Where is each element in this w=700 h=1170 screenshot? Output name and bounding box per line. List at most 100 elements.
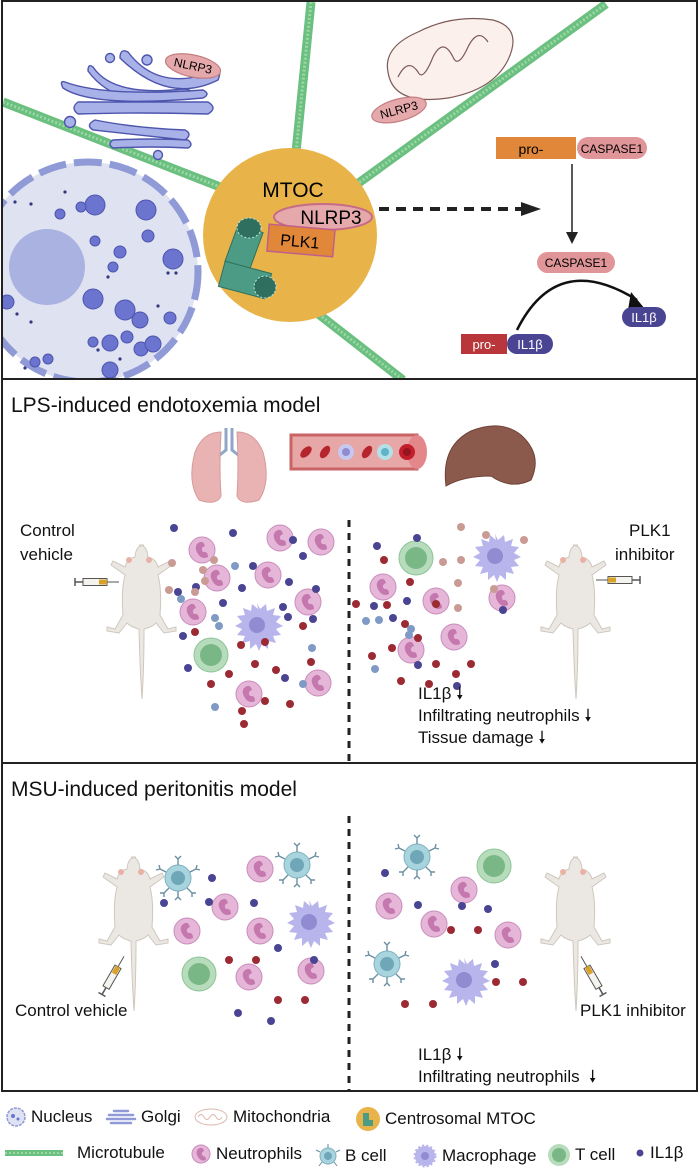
il1b-dot	[425, 680, 433, 688]
il1b-dot	[482, 531, 490, 539]
lps-outcome-il1b: IL1β 🠗	[418, 683, 463, 705]
il1b-dot	[219, 599, 227, 607]
il1b-dot	[403, 597, 411, 605]
il1b-dot	[414, 634, 422, 642]
t-cell-icon	[548, 1144, 570, 1166]
il1b-dot	[279, 603, 287, 611]
legend-label: Microtubule	[77, 1143, 165, 1162]
pro-il1b-badge: pro- IL1β	[461, 334, 553, 354]
il1b-dot	[439, 558, 447, 566]
microtubule-icon	[290, 2, 316, 163]
neutrophil-icon	[211, 893, 239, 921]
lps-outcome-tissue: Tissue damage 🠗	[418, 727, 546, 749]
neutrophil-icon	[420, 910, 448, 938]
il1b-dot	[383, 601, 391, 609]
il1b-dot	[261, 697, 269, 705]
il1b-dot	[234, 1009, 242, 1017]
neutrophil-icon	[203, 564, 231, 592]
il1b-dot	[447, 926, 455, 934]
il1b-dot	[160, 899, 168, 907]
legend-label: Centrosomal MTOC	[385, 1109, 536, 1128]
syringe-icon	[576, 953, 608, 998]
il1b-dot	[191, 588, 199, 596]
il1b-dot	[312, 585, 320, 593]
msu-illustration	[97, 816, 611, 1090]
il1b-dot	[380, 556, 388, 564]
liver-icon	[444, 425, 536, 487]
il1b-dot	[184, 664, 192, 672]
il1b-dot	[453, 682, 461, 690]
microtubule-icon	[350, 2, 609, 191]
il1b-dot	[371, 665, 379, 673]
lps-outcome-neutrophils: Infiltrating neutrophils 🠗	[418, 705, 592, 727]
il1b-dot	[274, 996, 282, 1004]
legend-label: Nucleus	[31, 1107, 93, 1126]
legend-item-tcell: T cell	[547, 1143, 615, 1167]
il1b-dot	[177, 595, 185, 603]
dashed-arrow-icon	[379, 202, 541, 216]
legend-label: B cell	[345, 1146, 387, 1165]
il1b-dot	[388, 644, 396, 652]
il1b-dot	[211, 614, 219, 622]
il1b-dot	[368, 652, 376, 660]
t-cell-icon	[476, 848, 512, 884]
pro-il1b-name-label: IL1β	[517, 337, 543, 352]
neutrophil-icon	[173, 917, 201, 945]
il1b-dot	[284, 613, 292, 621]
centrosomal-mtoc-icon: MTOC NLRP3 PLK1	[203, 148, 377, 322]
mitochondria-icon	[386, 17, 514, 101]
pro-prefix-label: pro-	[519, 141, 544, 157]
il1b-badge: IL1β	[622, 307, 666, 327]
il1b-dot	[520, 536, 528, 544]
b-cell-icon	[274, 842, 320, 888]
il1b-dot	[261, 638, 269, 646]
neutrophil-icon	[494, 921, 522, 949]
msu-inhibitor-label: PLK1 inhibitor	[580, 1001, 686, 1020]
il1b-dot	[252, 956, 260, 964]
legend-label: T cell	[575, 1145, 616, 1164]
il1b-dot	[491, 960, 499, 968]
mito-nlrp3-badge: NLRP3	[371, 96, 427, 124]
msu-control-label: Control vehicle	[15, 1001, 128, 1020]
blood-vessel-icon	[289, 433, 427, 471]
il1b-dot	[251, 660, 259, 668]
legend-item-microtubule: Microtubule	[5, 1143, 165, 1163]
neutrophil-icon	[246, 855, 274, 883]
caspase1-active-label: CASPASE1	[545, 256, 608, 270]
il1b-dot	[179, 632, 187, 640]
outcome-text: IL1β	[418, 1045, 452, 1064]
mouse-icon	[106, 544, 177, 700]
mouse-icon	[540, 544, 611, 700]
macrophage-icon	[287, 900, 335, 948]
neutrophil-icon	[235, 963, 263, 991]
il1b-dot	[414, 661, 422, 669]
il1b-dot	[389, 614, 397, 622]
golgi-icon	[60, 50, 221, 161]
pro-caspase1-badge: pro- CASPASE1	[496, 137, 647, 159]
il1b-dot	[309, 615, 317, 623]
il1b-dot	[432, 660, 440, 668]
legend-item-nucleus: Nucleus	[5, 1106, 92, 1128]
il1b-dot	[191, 628, 199, 636]
centrosomal-mtoc-icon	[356, 1107, 380, 1131]
down-arrow-icon	[566, 164, 578, 244]
il1b-dot	[250, 899, 258, 907]
lps-illustration	[74, 425, 641, 762]
il1b-dot	[401, 1000, 409, 1008]
neutrophil-icon	[450, 876, 478, 904]
neutrophil-icon	[246, 917, 274, 945]
neutrophil-icon	[235, 680, 263, 708]
mechanism-illustration: NLRP3 NLRP3 MTOC NLRP3 PLK1	[3, 2, 666, 378]
lps-inhibitor-label-1: PLK1	[629, 521, 671, 540]
il1b-dot	[519, 978, 527, 986]
down-arrow-icon: 🠗	[456, 684, 464, 703]
il1b-dot	[381, 869, 389, 877]
il1b-dot	[215, 622, 223, 630]
lps-model-panel: LPS-induced endotoxemia model	[1, 378, 698, 764]
il1b-dot	[299, 680, 307, 688]
il1b-dot	[454, 579, 462, 587]
down-arrow-icon: 🠗	[584, 706, 592, 725]
il1b-label: IL1β	[631, 310, 657, 325]
il1b-dot	[201, 577, 209, 585]
il1b-dot	[308, 644, 316, 652]
